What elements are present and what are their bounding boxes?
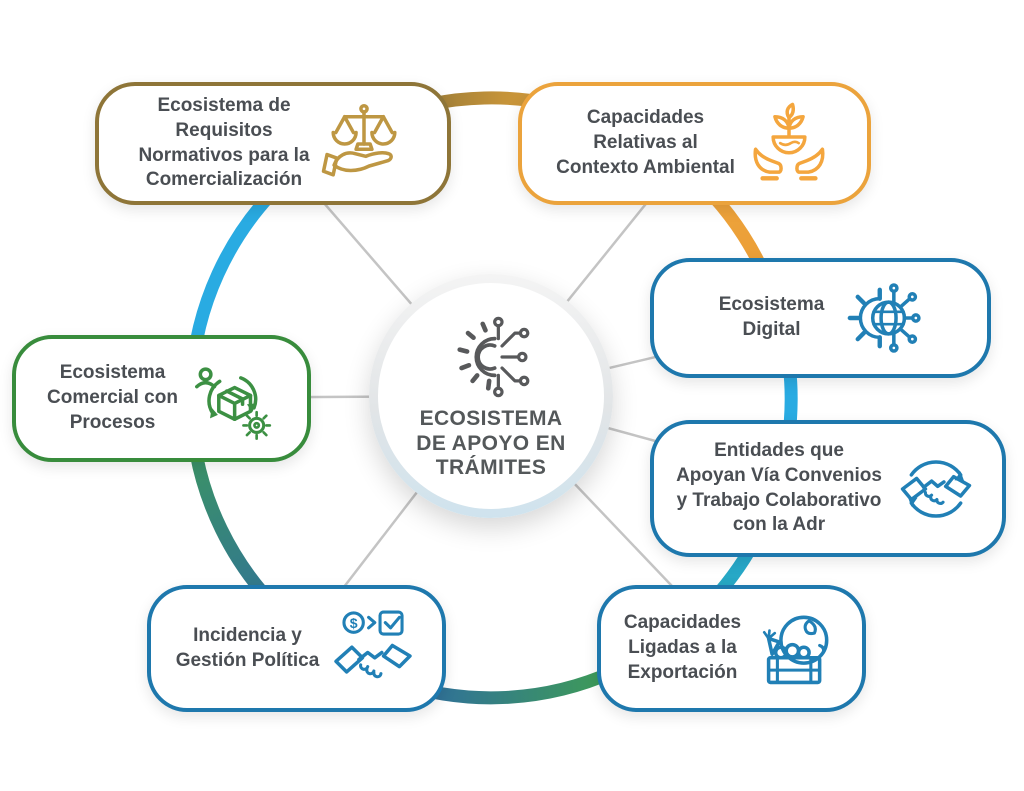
node-entidades-convenios: Entidades que Apoyan Vía Convenios y Tra… <box>650 420 1006 557</box>
svg-text:$: $ <box>350 614 358 630</box>
node-requisitos-label: Ecosistema de Requisitos Normativos para… <box>138 95 310 191</box>
node-ecosistema-comercial: Ecosistema Comercial con Procesos <box>12 335 311 462</box>
node-politica-label: Incidencia y Gestión Política <box>175 624 320 671</box>
node-gestion-politica: Incidencia y Gestión Política $ <box>147 585 446 712</box>
node-ambiental-label: Capacidades Relativas al Contexto Ambien… <box>556 107 735 178</box>
gear-globe-icon <box>834 274 922 362</box>
central-hub: ECOSISTEMA DE APOYO EN TRÁMITES <box>369 274 613 518</box>
node-requisitos-normativos: Ecosistema de Requisitos Normativos para… <box>95 82 451 205</box>
central-hub-face: ECOSISTEMA DE APOYO EN TRÁMITES <box>378 283 604 509</box>
hands-plant-icon <box>745 100 833 188</box>
node-contexto-ambiental: Capacidades Relativas al Contexto Ambien… <box>518 82 871 205</box>
handshake-dollar-icon: $ <box>329 605 417 693</box>
node-ecosistema-digital: Ecosistema Digital <box>650 258 991 378</box>
handshake-cycle-icon <box>892 445 980 533</box>
scales-hand-icon <box>320 100 408 188</box>
export-crate-icon <box>751 605 839 693</box>
node-digital-label: Ecosistema Digital <box>718 294 825 340</box>
node-exportacion: Capacidades Ligadas a la Exportación <box>597 585 866 712</box>
hub-title: ECOSISTEMA DE APOYO EN TRÁMITES <box>416 407 566 480</box>
node-exportacion-label: Capacidades Ligadas a la Exportación <box>623 612 742 683</box>
node-convenios-label: Entidades que Apoyan Vía Convenios y Tra… <box>676 440 882 536</box>
gear-circuit-icon <box>445 311 537 403</box>
box-cycle-icon <box>188 355 276 443</box>
node-comercial-label: Ecosistema Comercial con Procesos <box>47 362 178 433</box>
